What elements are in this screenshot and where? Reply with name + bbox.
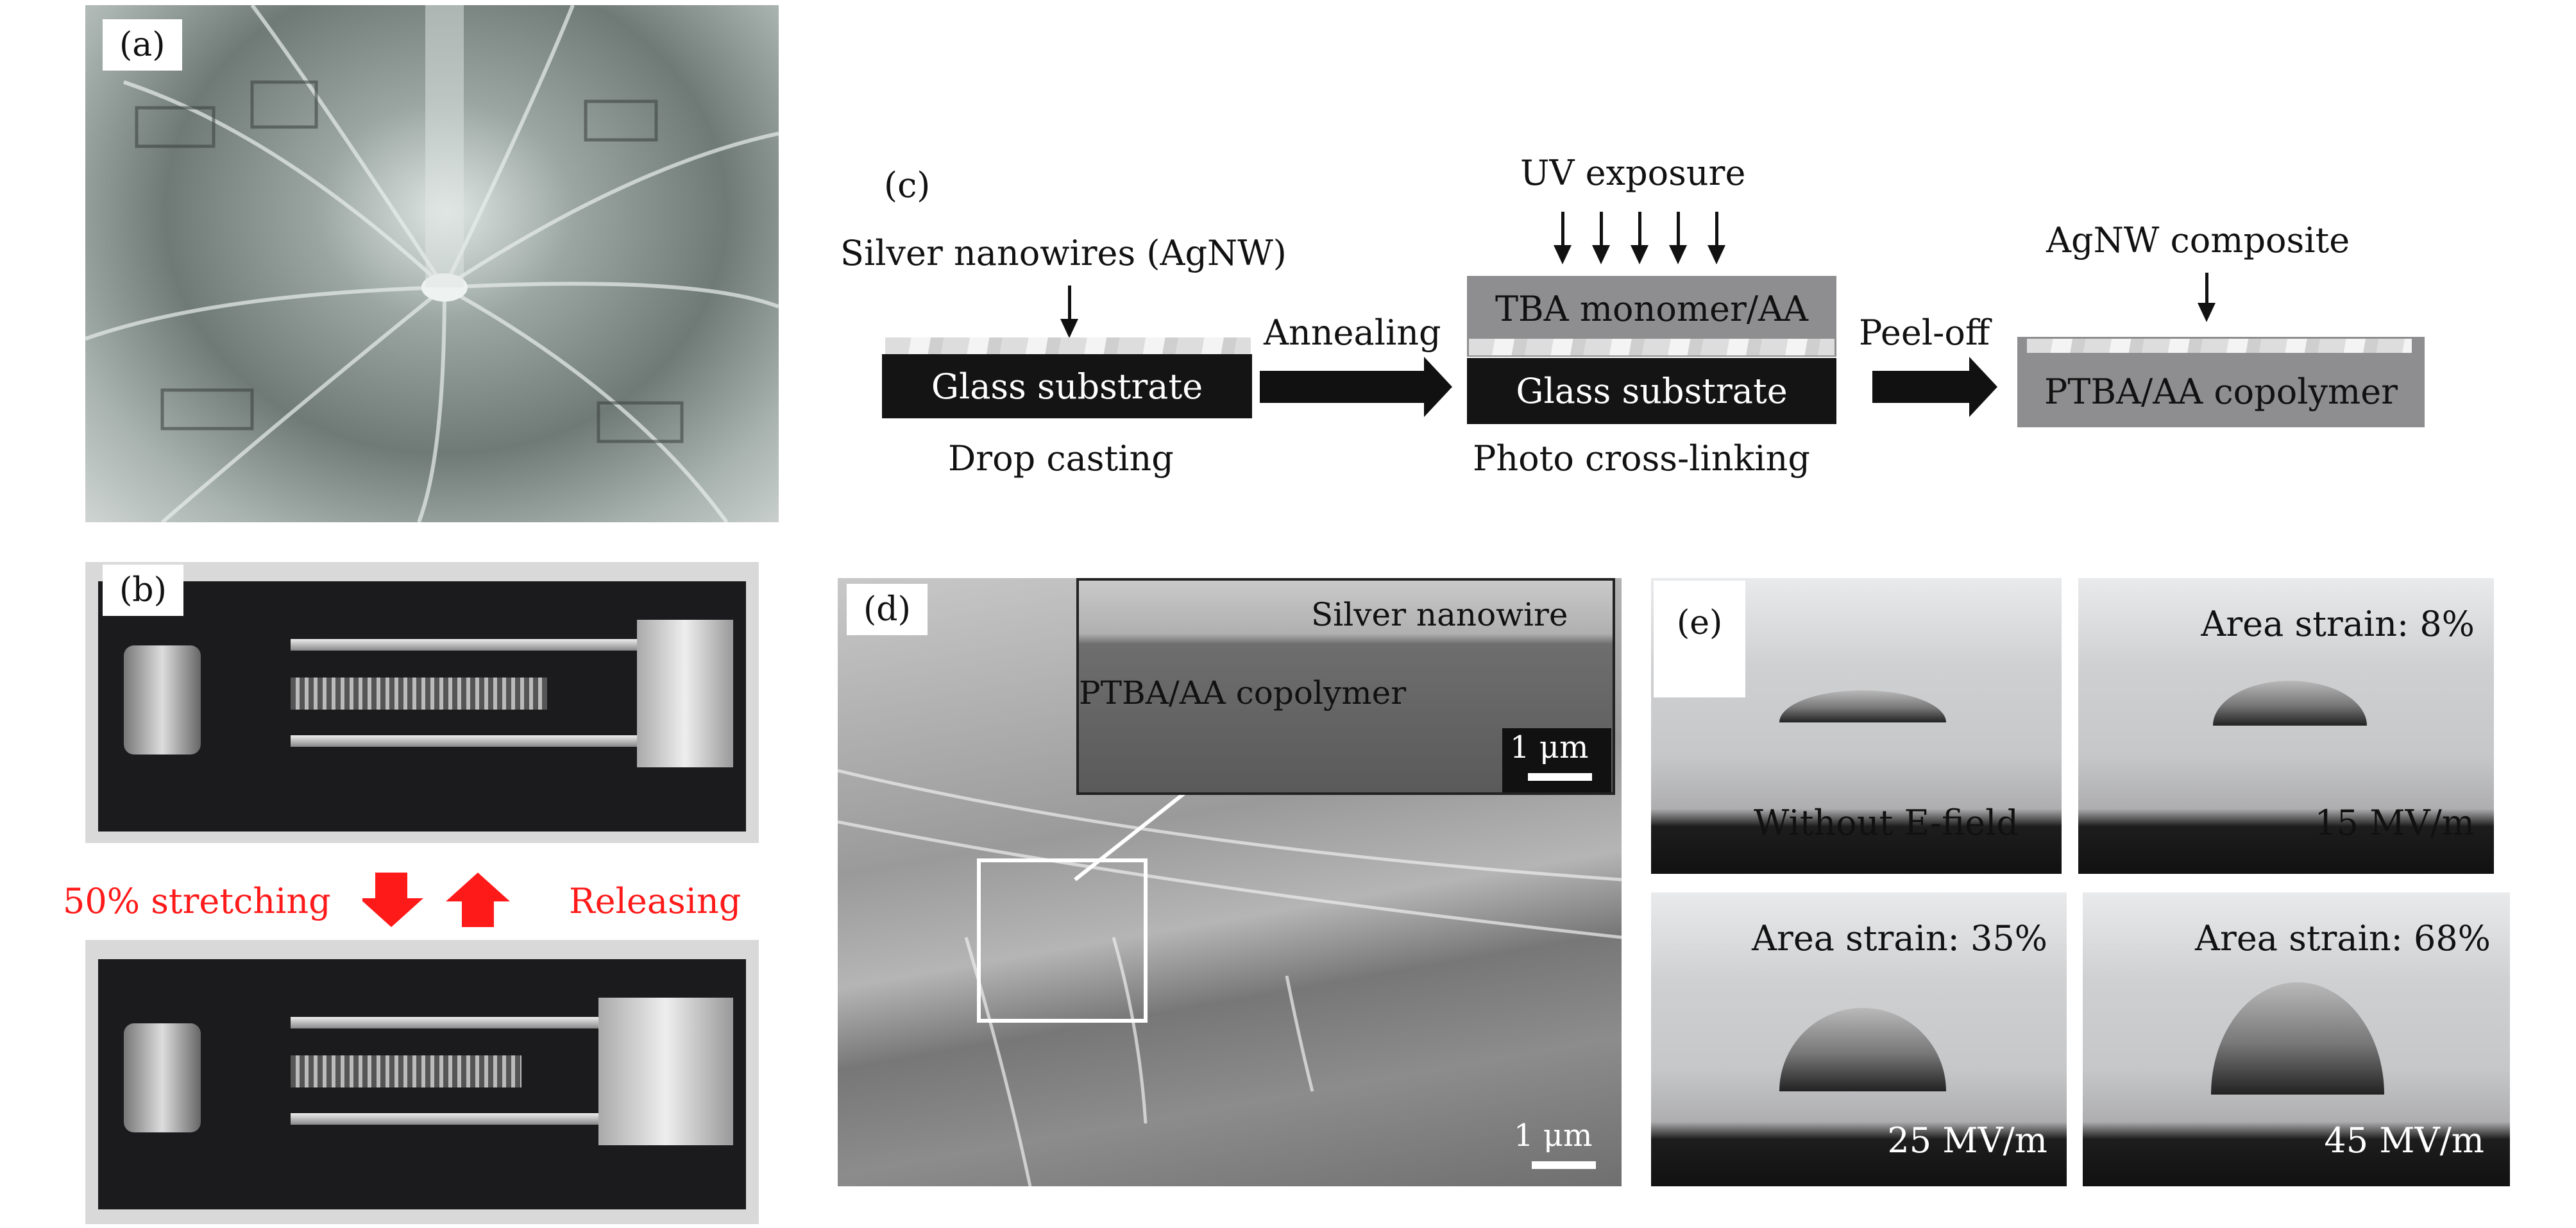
arrow-down-icon xyxy=(362,873,423,927)
nanowire-layer xyxy=(885,337,1251,354)
strain-label: Area strain: 8% xyxy=(2201,604,2475,644)
stretched-membrane-image xyxy=(85,5,779,522)
embedded-nanowire-layer xyxy=(2027,339,2412,353)
panel-b-stage-photo-stretched xyxy=(85,562,759,843)
annealing-label: Annealing xyxy=(1264,312,1441,353)
panel-d-label: (d) xyxy=(847,584,928,635)
inset-copolymer-label: PTBA/AA copolymer xyxy=(1079,674,1407,712)
releasing-label: Releasing xyxy=(569,881,741,921)
glass-substrate-1: Glass substrate xyxy=(882,354,1252,418)
agnw-composite-label: AgNW composite xyxy=(2046,220,2350,260)
droplet-tile-4: Area strain: 68% 45 MV/m xyxy=(2083,892,2510,1186)
strain-label: Area strain: 68% xyxy=(2195,918,2491,959)
panel-b-stage-photo-released xyxy=(85,940,759,1224)
panel-a-label: (a) xyxy=(103,19,182,71)
field-label: 25 MV/m xyxy=(1887,1120,2047,1161)
uv-arrow-icon xyxy=(1707,212,1725,264)
uv-arrow-icon xyxy=(1669,212,1687,264)
uv-arrow-icon xyxy=(1592,212,1610,264)
panel-a-photo xyxy=(85,5,779,522)
inset-scale-bar-box: 1 μm xyxy=(1502,728,1611,792)
silver-nanowires-label: Silver nanowires (AgNW) xyxy=(840,233,1287,273)
scale-bar xyxy=(1532,1161,1596,1169)
inset-pointer-line xyxy=(1074,781,1198,882)
deposit-arrow-icon xyxy=(1060,286,1078,338)
field-label: Without E-field xyxy=(1754,803,2019,843)
glass-substrate-2: Glass substrate xyxy=(1467,358,1836,424)
annealing-arrow-icon xyxy=(1260,357,1452,417)
stretch-release-arrows xyxy=(362,873,510,927)
stretching-label: 50% stretching xyxy=(63,881,331,921)
strain-label: Area strain: 35% xyxy=(1752,918,2047,959)
panel-b-label: (b) xyxy=(103,565,183,616)
peel-off-label: Peel-off xyxy=(1859,312,1990,353)
inset-scale-bar xyxy=(1528,773,1592,781)
scale-bar-box: 1 μm xyxy=(1506,1116,1615,1181)
photo-cross-linking-caption: Photo cross-linking xyxy=(1473,438,1810,479)
inset-silver-nanowire-label: Silver nanowire xyxy=(1311,596,1568,633)
inset-scale-label: 1 μm xyxy=(1510,729,1589,765)
composite-arrow-icon xyxy=(2198,273,2216,322)
panel-c-label: (c) xyxy=(884,165,931,205)
scale-label: 1 μm xyxy=(1514,1118,1593,1154)
zoom-region-box xyxy=(977,858,1148,1023)
panel-d-inset-image: Silver nanowire PTBA/AA copolymer 1 μm xyxy=(1076,578,1615,795)
uv-arrow-icon xyxy=(1554,212,1572,264)
drop-casting-caption: Drop casting xyxy=(948,438,1174,479)
field-label: 45 MV/m xyxy=(2324,1120,2484,1161)
uv-arrow-icon xyxy=(1631,212,1648,264)
droplet-tile-3: Area strain: 35% 25 MV/m xyxy=(1651,892,2067,1186)
nanowire-layer xyxy=(1469,339,1835,355)
droplet-tile-2: Area strain: 8% 15 MV/m xyxy=(2078,578,2494,874)
peel-off-arrow-icon xyxy=(1872,357,1997,417)
arrow-up-icon xyxy=(446,873,510,927)
field-label: 15 MV/m xyxy=(2314,803,2475,843)
uv-exposure-label: UV exposure xyxy=(1520,153,1746,193)
panel-e-label: (e) xyxy=(1654,581,1746,697)
